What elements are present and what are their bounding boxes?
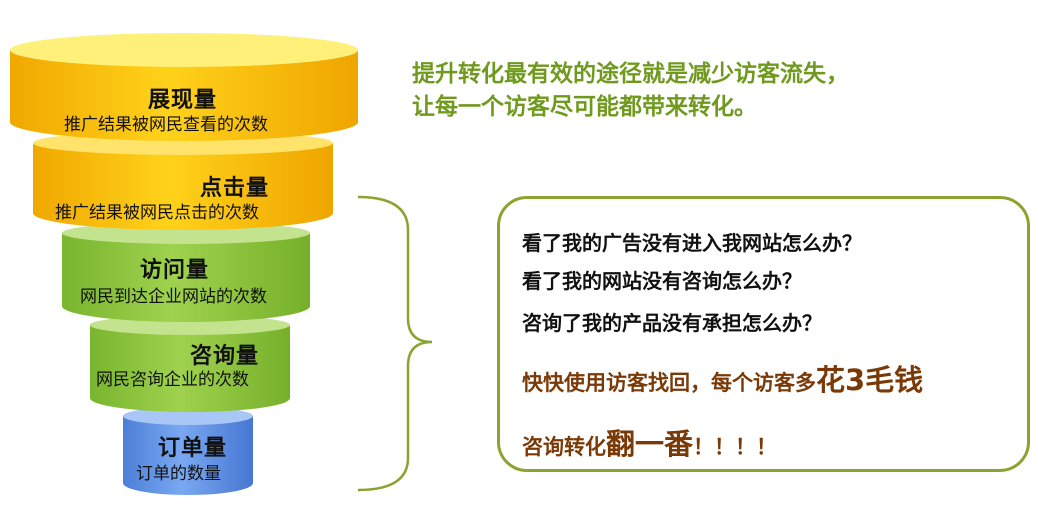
tier-title-inquiries: 咨询量 [190,344,260,369]
tier-desc-impressions: 推广结果被网民查看的次数 [64,115,268,135]
tier-desc-clicks: 推广结果被网民点击的次数 [55,203,259,223]
tier-title-visits: 访问量 [140,258,210,283]
cta-line-2: 咨询转化翻一番！！！！ [522,421,777,463]
cta-line-2-emphasis: 翻一番 [606,427,694,461]
headline: 提升转化最有效的途径就是减少访客流失， 让每一个访客尽可能都带来转化。 [412,58,932,124]
tier-title-clicks: 点击量 [200,176,270,201]
funnel-diagram [10,33,358,495]
cta-line-1-text: 快快使用访客找回，每个访客多 [522,371,816,395]
question-box: 看了我的广告没有进入我网站怎么办？ 看了我的网站没有咨询怎么办？ 咨询了我的产品… [497,196,1030,472]
tier-desc-orders: 订单的数量 [136,464,221,484]
cta-line-2-text: 咨询转化 [522,435,606,459]
tier-title-impressions: 展现量 [148,88,218,113]
question-3: 咨询了我的产品没有承担怎么办？ [522,311,822,335]
tier-desc-visits: 网民到达企业网站的次数 [80,287,267,307]
cta-line-2-exclaim: ！！！！ [693,435,778,459]
cta-line-1: 快快使用访客找回，每个访客多花3毛钱 [522,357,923,399]
funnel-tier-impressions [10,33,358,141]
headline-line-2: 让每一个访客尽可能都带来转化。 [412,94,757,120]
funnel-tier-orders [123,407,253,495]
tier-desc-inquiries: 网民咨询企业的次数 [96,370,249,390]
headline-line-1: 提升转化最有效的途径就是减少访客流失， [412,61,849,87]
question-1: 看了我的广告没有进入我网站怎么办？ [522,231,862,255]
tier-title-orders: 订单量 [158,436,228,461]
cta-line-1-emphasis: 花3毛钱 [816,363,924,397]
question-2: 看了我的网站没有咨询怎么办？ [522,269,802,293]
